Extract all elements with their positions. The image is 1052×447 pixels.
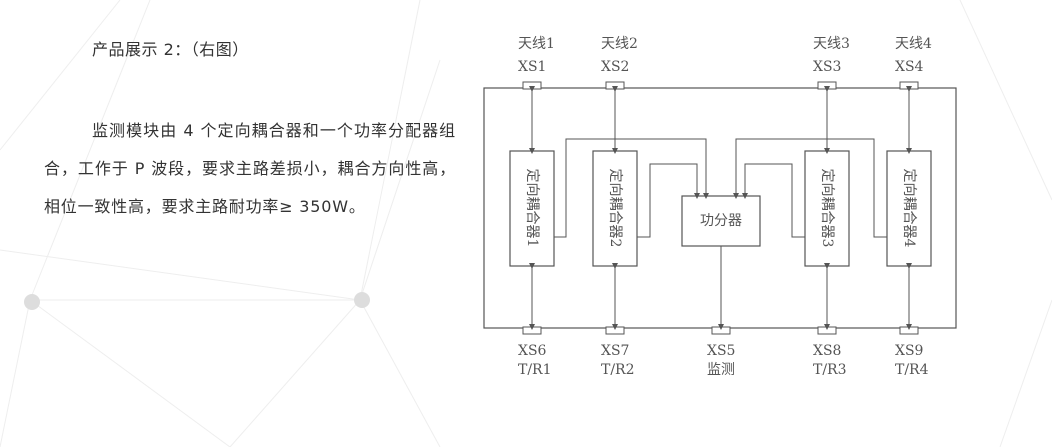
port-function-label: T/R4 xyxy=(895,362,929,378)
port-label: XS6 xyxy=(518,343,547,359)
signal-lines xyxy=(529,86,912,330)
coupler-label: 定向耦合器2 xyxy=(607,169,623,248)
port-function-label: T/R1 xyxy=(518,362,552,378)
port-label: XS3 xyxy=(813,59,841,75)
port-label: XS2 xyxy=(601,59,629,75)
decor-dot-right xyxy=(354,292,370,308)
port-connector-xs7 xyxy=(605,326,625,335)
port-label: XS7 xyxy=(601,343,629,359)
antenna-labels: 天线1 XS1 天线2 XS2 天线3 XS3 天线4 XS4 xyxy=(518,36,932,75)
port-connector-xs9 xyxy=(899,326,919,335)
port-function-label: T/R2 xyxy=(601,362,635,378)
port-connector-xs5 xyxy=(711,326,731,335)
block-diagram: 天线1 XS1 天线2 XS2 天线3 XS3 天线4 XS4 定向耦合器1 定… xyxy=(483,36,957,378)
coupler-label: 定向耦合器1 xyxy=(524,169,540,248)
antenna-label: 天线2 xyxy=(601,36,638,52)
port-label: XS1 xyxy=(518,59,546,75)
port-label: XS5 xyxy=(707,343,735,359)
coupler-2-box xyxy=(592,150,638,267)
coupler-label: 定向耦合器3 xyxy=(819,169,835,248)
antenna-label: 天线1 xyxy=(518,36,555,52)
port-connector-xs8 xyxy=(817,326,837,335)
coupler-label: 定向耦合器4 xyxy=(901,169,917,248)
coupler-4-box xyxy=(886,150,932,267)
coupler-1-box xyxy=(509,150,555,267)
port-label: XS4 xyxy=(895,59,924,75)
port-function-label: T/R3 xyxy=(813,362,847,378)
port-connector-xs4 xyxy=(899,81,919,90)
coupler-labels: 定向耦合器1 定向耦合器2 定向耦合器3 定向耦合器4 功分器 xyxy=(524,169,917,248)
coupler-3-box xyxy=(804,150,850,267)
bottom-port-labels: XS6 T/R1 XS7 T/R2 XS5 监测 XS8 T/R3 XS9 T/… xyxy=(518,343,929,378)
divider-label: 功分器 xyxy=(700,213,742,229)
product-subtitle: 产品展示 2：（右图） xyxy=(92,40,249,59)
port-label: XS8 xyxy=(813,343,841,359)
port-connector-xs6 xyxy=(522,326,542,335)
port-label: XS9 xyxy=(895,343,923,359)
product-description: 监测模块由 4 个定向耦合器和一个功率分配器组合，工作于 P 波段，要求主路差损… xyxy=(44,121,456,216)
decor-dot-left xyxy=(24,294,40,310)
port-function-label: 监测 xyxy=(707,362,735,378)
port-connector-xs1 xyxy=(522,81,542,90)
port-connector-xs3 xyxy=(817,81,837,90)
antenna-label: 天线3 xyxy=(813,36,850,52)
port-connector-xs2 xyxy=(605,81,625,90)
antenna-label: 天线4 xyxy=(895,36,932,52)
